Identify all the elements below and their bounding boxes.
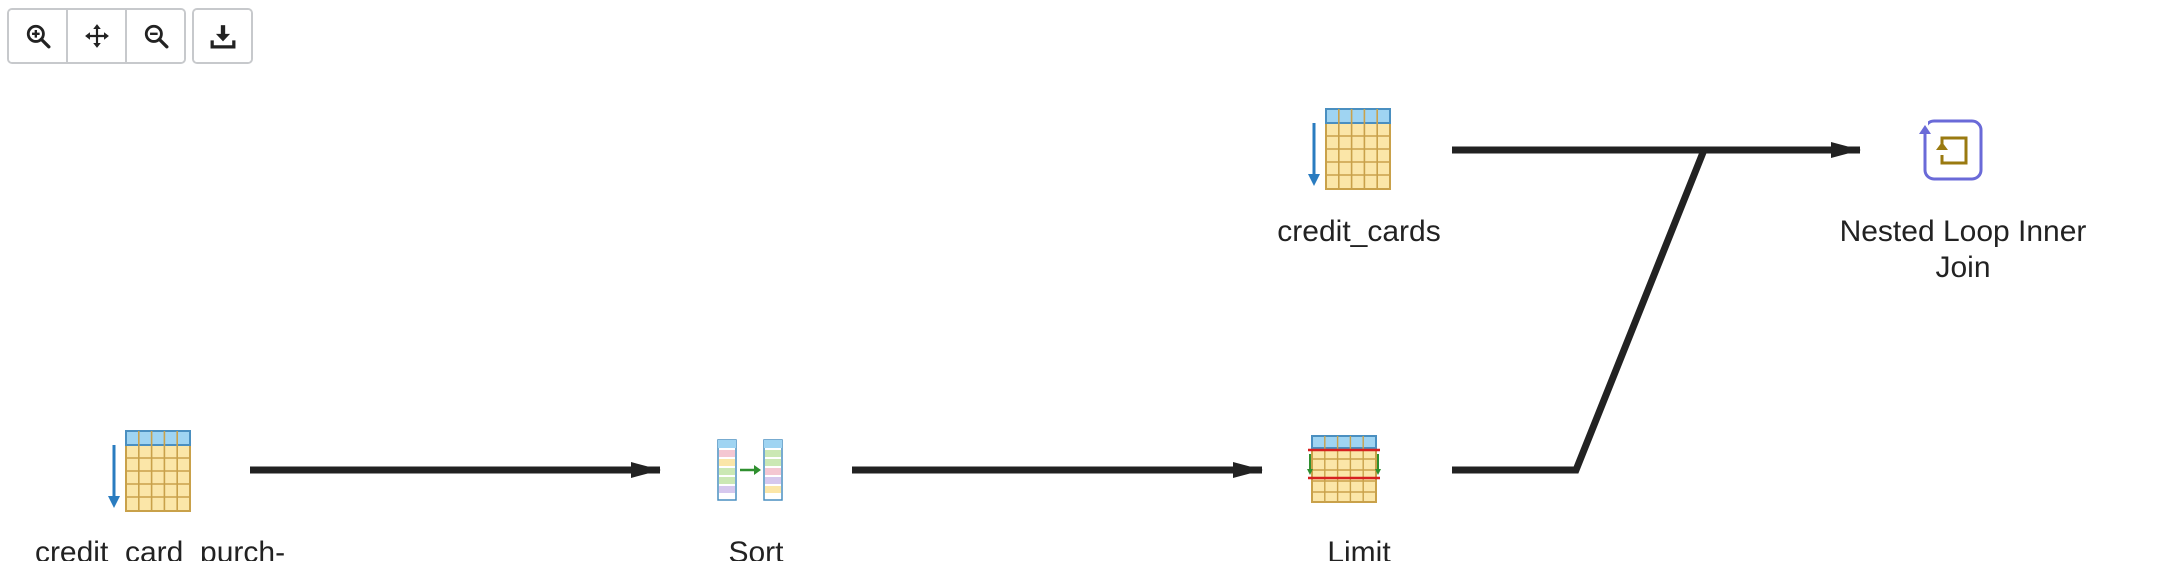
download-icon — [210, 25, 235, 49]
plan-edges — [250, 142, 1861, 478]
explain-toolbar — [7, 8, 253, 64]
node-label-credit-cards: credit_cards — [1277, 215, 1440, 248]
node-limit[interactable] — [1307, 435, 1381, 503]
zoom-button-group — [7, 8, 186, 64]
node-credit-card-purchases[interactable] — [108, 430, 191, 512]
seq-scan-icon — [108, 430, 191, 512]
node-label-sort: Sort — [728, 536, 784, 561]
zoom-in-button[interactable] — [9, 10, 68, 62]
node-label-nested-loop-line1: Nested Loop Inner — [1840, 215, 2087, 248]
limit-icon — [1307, 435, 1381, 503]
download-button[interactable] — [194, 10, 251, 62]
nested-loop-icon — [1918, 119, 1983, 181]
download-button-group — [192, 8, 253, 64]
zoom-in-icon — [26, 24, 50, 49]
sort-icon — [717, 439, 783, 501]
node-label-nested-loop-line2: Join — [1935, 251, 1990, 284]
node-nested-loop-inner-join[interactable] — [1918, 119, 1983, 181]
zoom-out-icon — [144, 24, 168, 49]
zoom-out-button[interactable] — [127, 10, 184, 62]
node-label-limit: Limit — [1327, 536, 1391, 561]
edge-limit-to-join — [1452, 148, 1708, 474]
move-button[interactable] — [68, 10, 127, 62]
move-icon — [84, 24, 109, 48]
node-credit-cards[interactable] — [1308, 108, 1391, 190]
node-label-credit-card-purchases: credit_card_purch- — [35, 536, 285, 561]
seq-scan-icon — [1308, 108, 1391, 190]
node-sort[interactable] — [717, 439, 783, 501]
